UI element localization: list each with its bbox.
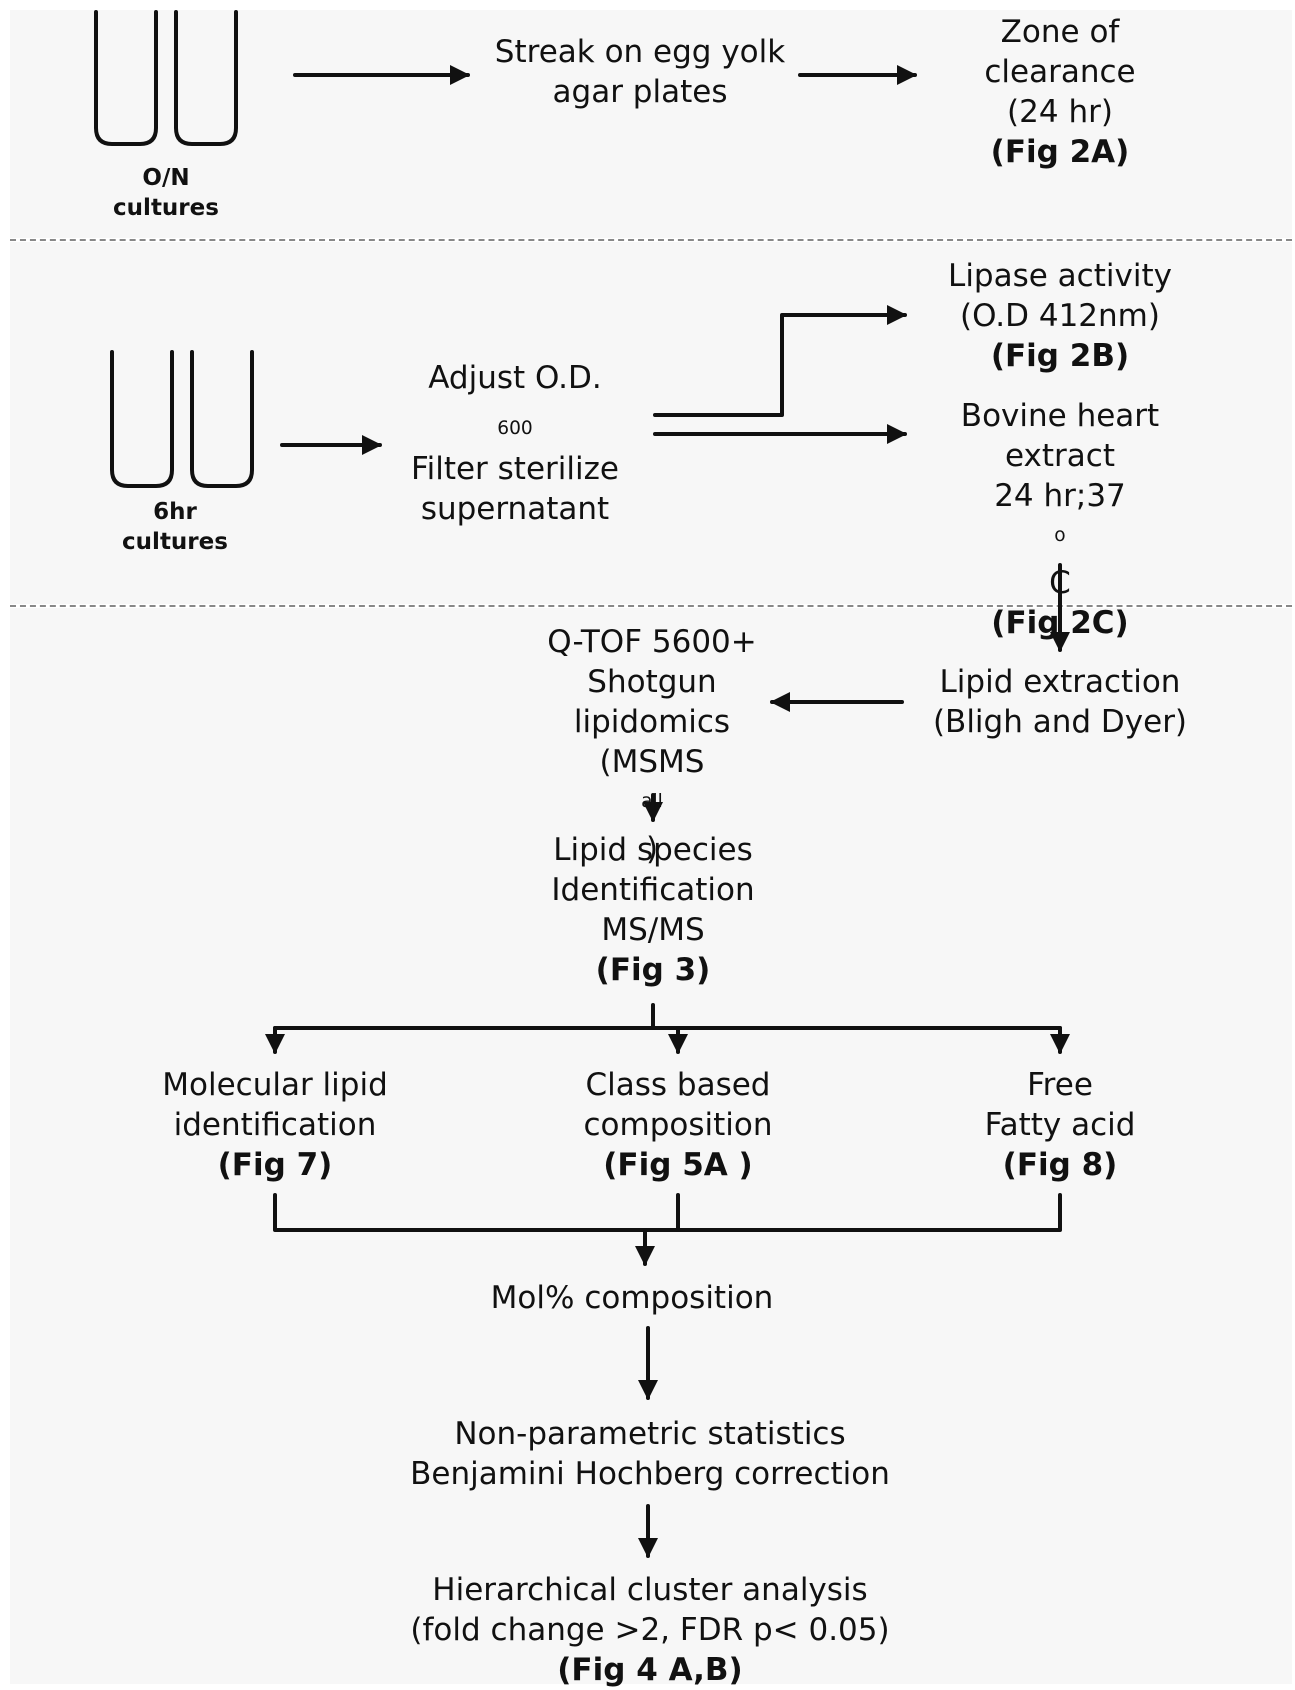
panel-lipidomics <box>10 608 1292 1684</box>
test-tube-icon <box>190 350 254 488</box>
fig-ref: (Fig 2A) <box>990 134 1130 170</box>
dashed-divider <box>10 239 1292 241</box>
fig-ref: (Fig 2B) <box>990 338 1130 374</box>
dashed-divider <box>10 605 1292 607</box>
test-tube-icon <box>110 350 174 488</box>
test-tube-icon <box>94 10 158 146</box>
wavelength-subscript: 600 <box>497 418 533 439</box>
panel-egg-yolk-assay <box>10 10 1292 238</box>
fig-ref: (Fig 7) <box>217 1147 333 1183</box>
lipid-extraction: Lipid extraction(Bligh and Dyer) <box>932 664 1188 740</box>
fig-ref: (Fig 4 A,B) <box>557 1652 743 1688</box>
panel-supernatant-assay <box>10 242 1292 604</box>
adjust-od-label: Adjust O.D. <box>428 360 602 396</box>
arrow <box>653 305 907 417</box>
fig-ref: (Fig 2C) <box>991 605 1129 641</box>
test-tube-icon <box>174 10 238 146</box>
mol-percent-composition: Mol% composition <box>490 1280 774 1316</box>
lipase-activity: Lipase activity(O.D 412nm) (Fig 2B) <box>948 258 1172 374</box>
fig-ref: (Fig 3) <box>595 952 711 988</box>
connector <box>273 1193 1062 1232</box>
hierarchical-cluster-analysis: Hierarchical cluster analysis(fold chang… <box>410 1572 890 1688</box>
fig-ref: (Fig 5A ) <box>603 1147 753 1183</box>
fig-ref: (Fig 8) <box>1002 1147 1118 1183</box>
